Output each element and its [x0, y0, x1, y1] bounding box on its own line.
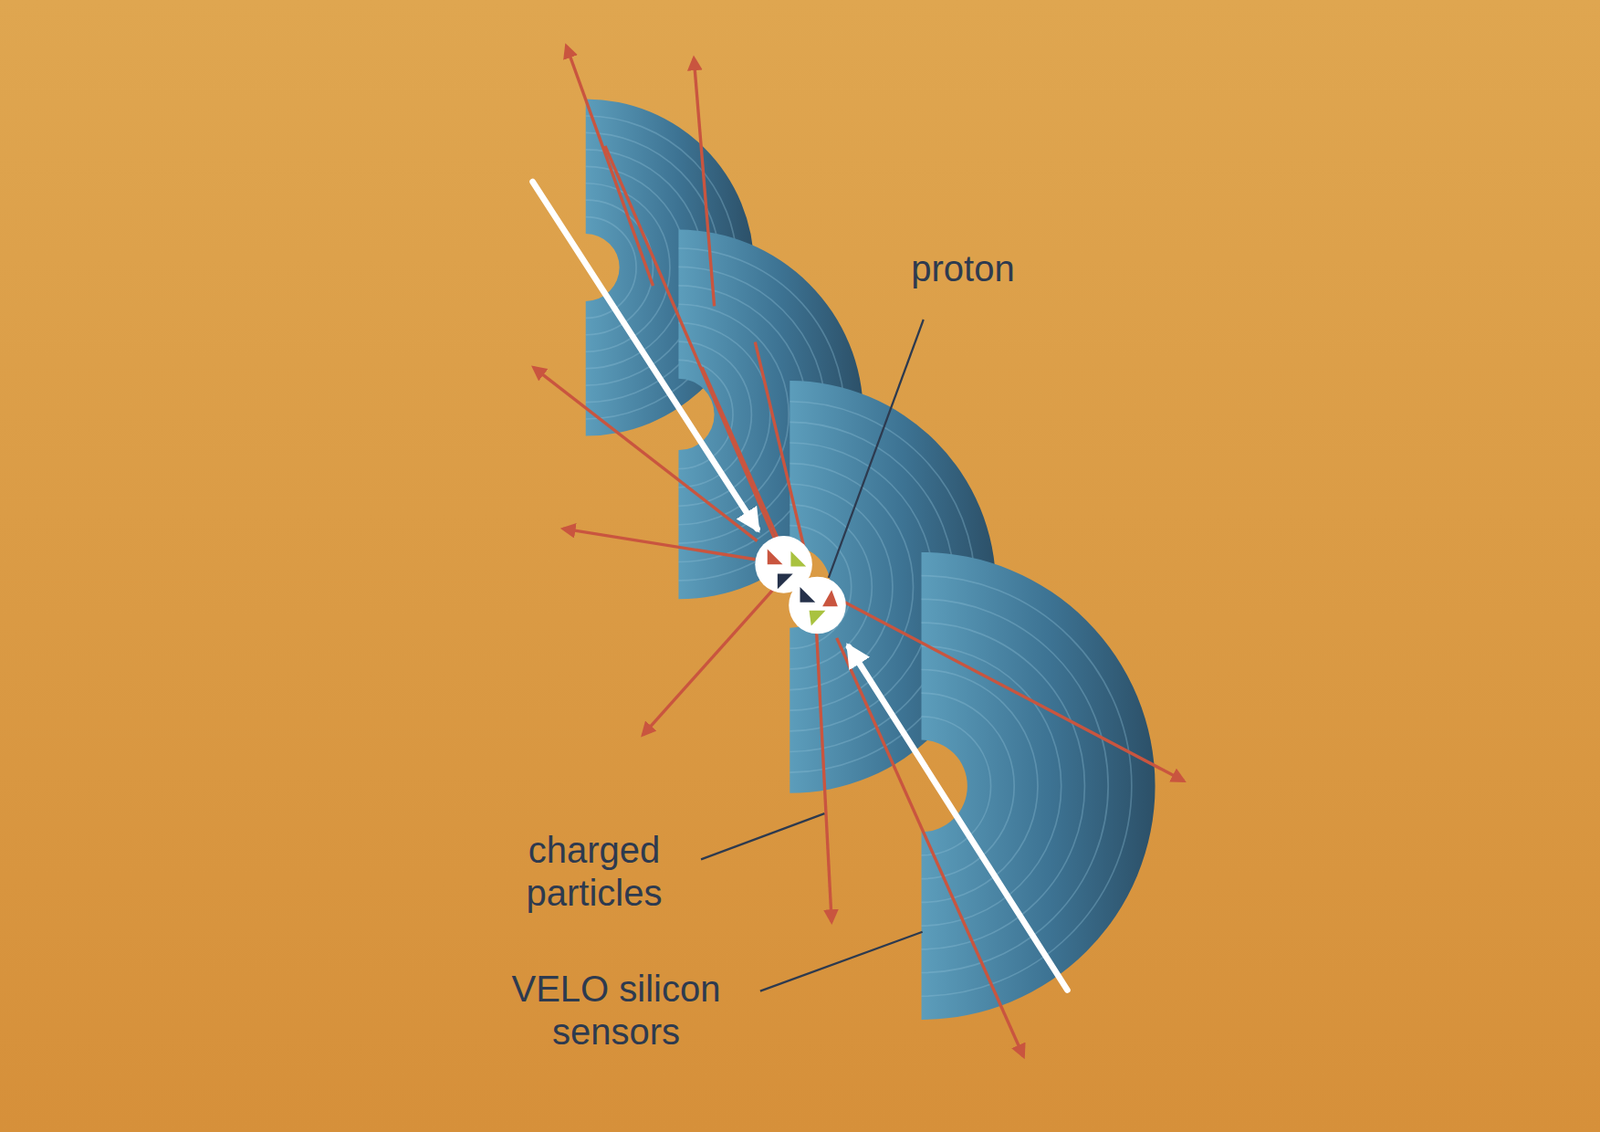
- sensor-strip: [921, 598, 1109, 973]
- callout-label: VELO silicon sensors: [483, 967, 749, 1054]
- sensor-strip: [921, 716, 992, 856]
- proton-circles: [754, 535, 847, 634]
- leader-lines: [700, 319, 924, 992]
- particle-track: [642, 586, 775, 735]
- particle-track: [845, 602, 1184, 782]
- callout-label: charged particles: [502, 828, 686, 915]
- proton-arrow: [533, 181, 758, 529]
- particle-track: [605, 146, 776, 542]
- sensor-discs: [585, 99, 1156, 1020]
- particle-track: [815, 627, 832, 922]
- sensor-strip: [921, 622, 1086, 950]
- callout-label: proton: [871, 247, 1055, 291]
- quark: [777, 573, 794, 589]
- quark: [809, 610, 827, 627]
- quark: [790, 551, 806, 567]
- quark: [822, 589, 838, 607]
- sensor-strip: [921, 646, 1062, 926]
- sensor-strip: [921, 575, 1132, 997]
- proton-arrow: [848, 647, 1067, 991]
- particle-track: [563, 528, 755, 560]
- quark: [767, 549, 784, 565]
- particle-track: [533, 367, 758, 542]
- leader-line: [828, 319, 924, 578]
- quark: [800, 586, 816, 603]
- proton-circle: [788, 576, 847, 635]
- particle-track: [754, 342, 806, 557]
- particle-track: [836, 637, 1025, 1057]
- leader-line: [760, 931, 923, 992]
- particle-track: [693, 58, 714, 307]
- leader-line: [700, 813, 825, 859]
